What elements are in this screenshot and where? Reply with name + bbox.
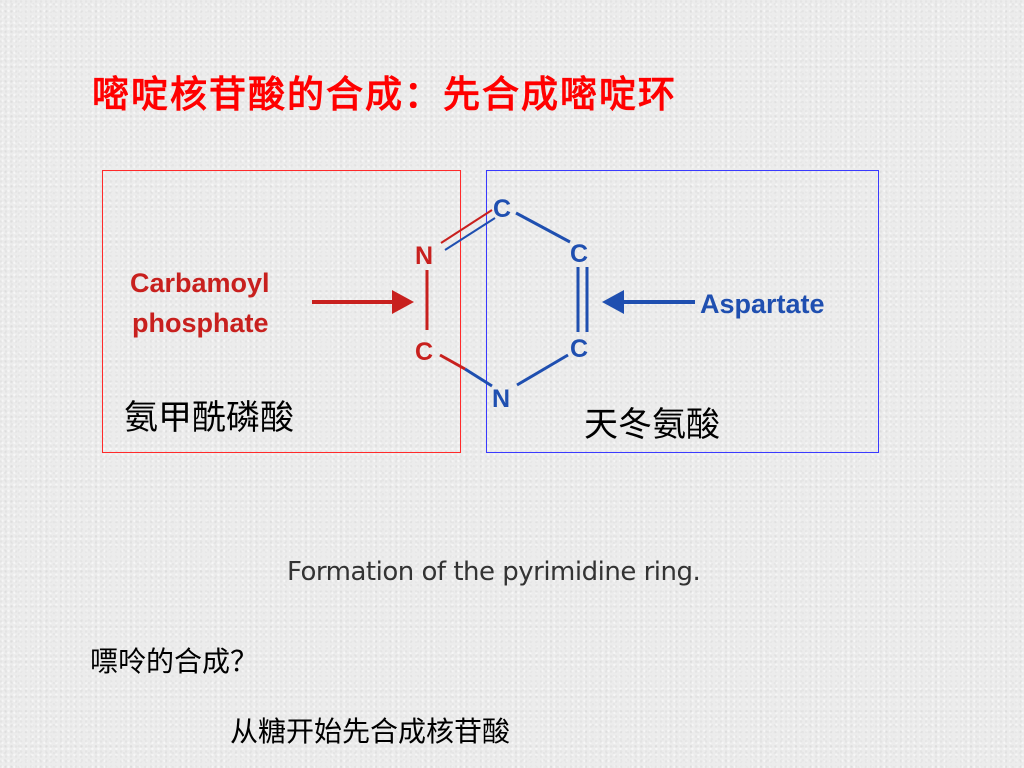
bond-c-n-bottom [439,353,493,388]
ring-atom-c-right-top: C [570,240,588,268]
ring-atom-n-top: N [415,242,433,270]
bond-c-n-lower [516,353,569,387]
bond-c-c-upper [515,211,571,244]
aspartate-box [486,170,879,453]
bond-c-c-right-double [576,267,589,332]
carbamoyl-label-line1: Carbamoyl [130,268,270,298]
aspartate-cn-label: 天冬氨酸 [584,405,720,445]
purine-question: 嘌呤的合成？ [90,645,259,678]
slide-title: 嘧啶核苷酸的合成：先合成嘧啶环 [92,72,677,116]
red-arrow-right [312,290,414,314]
ring-atom-c-left-bottom: C [415,338,433,366]
ring-atom-c-top: C [493,195,511,223]
ring-atom-n-bottom: N [492,385,510,413]
purine-answer: 从糖开始先合成核苷酸 [230,715,511,748]
aspartate-label: Aspartate [700,289,825,319]
carbamoyl-label-line2: phosphate [132,308,269,338]
blue-arrow-left [602,290,695,314]
carbamoyl-phosphate-box [102,170,461,453]
carbamoyl-phosphate-cn-label: 氨甲酰磷酸 [124,398,294,438]
ring-atom-c-right-bottom: C [570,335,588,363]
bond-n-c-top-double [440,209,496,251]
figure-caption: Formation of the pyrimidine ring. [287,557,701,587]
